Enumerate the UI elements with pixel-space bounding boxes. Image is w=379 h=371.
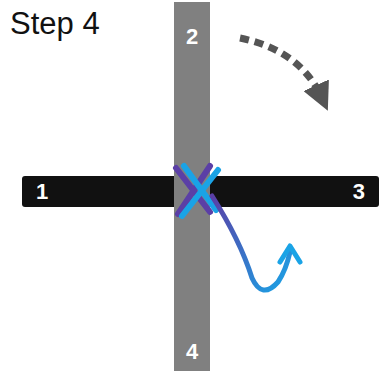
step-title: Step 4 <box>10 6 100 42</box>
stitch-line <box>182 170 218 216</box>
rotation-arrow <box>240 38 322 98</box>
stitch-line <box>184 166 216 210</box>
strand-number: 3 <box>353 179 365 205</box>
stitch-line <box>176 168 210 212</box>
thread-path <box>212 196 290 290</box>
thread-arrowhead <box>280 246 300 262</box>
strand-number: 1 <box>36 179 48 205</box>
strand-number: 4 <box>186 339 198 365</box>
stitch-line <box>178 166 210 214</box>
strand-number: 2 <box>186 24 198 50</box>
vertical-bar: 24 <box>174 2 210 371</box>
